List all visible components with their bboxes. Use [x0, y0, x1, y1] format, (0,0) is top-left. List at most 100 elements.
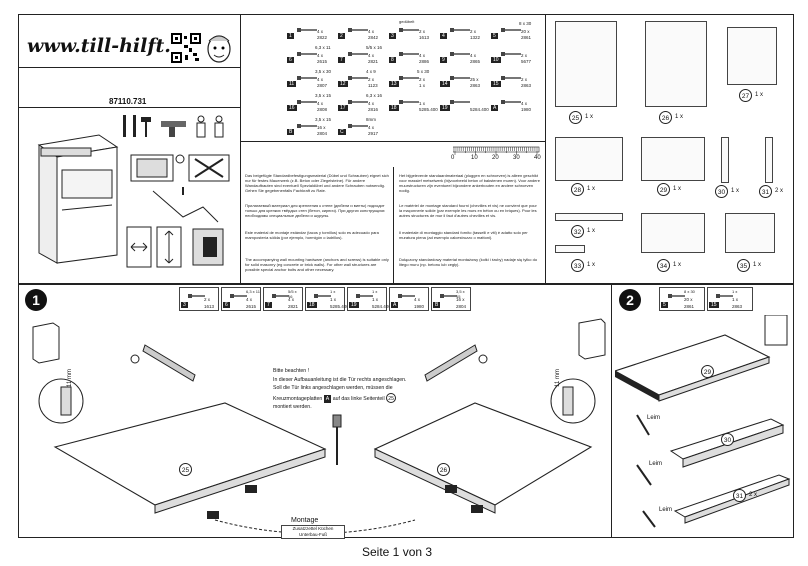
hardware-size: 8 x 30	[684, 289, 695, 294]
hardware-code: 1613	[204, 304, 215, 309]
ref-a-badge: A	[323, 394, 332, 403]
hardware-qty: 1 x	[732, 297, 739, 302]
hardware-size: 1 x	[372, 289, 378, 294]
part-number: 35	[737, 259, 750, 272]
hardware-pos: A	[391, 302, 399, 308]
hardware-pos: 6	[223, 302, 230, 308]
screw-icon	[297, 100, 317, 104]
screw-icon	[314, 294, 331, 298]
hardware-qty: 4 x	[317, 29, 324, 34]
article-number: 87110.731	[109, 97, 147, 106]
hardware-size: 5/5 x 16	[366, 45, 383, 50]
hardware-code: 2615	[317, 59, 328, 64]
screw-icon	[230, 294, 247, 298]
hardware-code: 1980	[414, 304, 425, 309]
hardware-pos: 2	[338, 33, 345, 39]
qr-code-icon	[171, 33, 201, 63]
hardware-pos: 15	[709, 302, 719, 308]
part-number: 34	[657, 259, 670, 272]
hardware-size: 4 x 9	[366, 69, 376, 74]
part-number: 28	[571, 183, 584, 196]
hardware-code: 2822	[317, 35, 328, 40]
hardware-pos: 7	[338, 57, 345, 63]
ruler-tick-label: 30	[513, 155, 520, 161]
hardware-pos: 18	[389, 105, 399, 111]
scale-ruler	[453, 146, 540, 155]
montage-label: Montage	[291, 517, 319, 524]
screw-icon	[297, 28, 317, 32]
hardware-pos: 17	[338, 105, 348, 111]
hardware-code: 5284.400	[372, 304, 391, 309]
screw-icon	[668, 294, 685, 298]
part-panel	[765, 137, 773, 183]
hardware-size: 1 x	[330, 289, 336, 294]
screw-icon	[399, 28, 419, 32]
screw-icon	[297, 52, 317, 56]
screw-icon	[399, 52, 419, 56]
hardware-code: 2886	[419, 59, 430, 64]
hardware-qty: 4 x	[317, 77, 324, 82]
ruler-tick-label: 20	[492, 155, 499, 161]
screw-icon	[348, 76, 368, 80]
part-panel	[555, 245, 585, 253]
hardware-qty: 4 x	[470, 53, 477, 58]
hardware-code: 2821	[288, 304, 299, 309]
part-qty: 1 x	[587, 262, 596, 268]
hardware-pos: A	[491, 105, 499, 111]
part-number: 25	[569, 111, 582, 124]
divider	[611, 283, 612, 538]
hardware-extra: gedübelt	[399, 19, 415, 24]
screw-icon	[501, 76, 521, 80]
hardware-qty: 4 x	[521, 101, 528, 106]
hardware-pos: 11	[287, 81, 297, 87]
hardware-code: 2863	[470, 83, 481, 88]
hardware-code: 2804	[456, 304, 467, 309]
hardware-code: 2842	[368, 35, 379, 40]
leim-label: Leim	[647, 415, 661, 421]
hardware-qty: 4 x	[317, 53, 324, 58]
hardware-size: 1 x	[732, 289, 738, 294]
hardware-qty: 2 x	[470, 29, 477, 34]
ref-part-badge: 25	[386, 392, 397, 403]
screw-icon	[399, 76, 419, 80]
part-qty: 1 x	[673, 262, 682, 268]
hardware-pos: 19	[349, 302, 359, 308]
part-number: 26	[659, 111, 672, 124]
screw-icon	[501, 52, 521, 56]
hardware-qty: 1 x	[419, 101, 426, 106]
part-number: 33	[571, 259, 584, 272]
panel-25-label: 25	[179, 463, 192, 476]
hardware-size: 6,3 x 11	[246, 289, 260, 294]
screw-icon	[440, 294, 457, 298]
part-number: 32	[571, 225, 584, 238]
hardware-size: 8mm	[366, 117, 376, 122]
hardware-code: 1980	[521, 107, 532, 112]
divider	[393, 167, 394, 283]
hardware-qty: 20 x	[521, 29, 530, 34]
hardware-qty: 4 x	[414, 297, 421, 302]
hardware-code: 2865	[470, 59, 481, 64]
hardware-pos: 6	[287, 57, 294, 63]
hardware-code: 2917	[368, 131, 379, 136]
divider	[19, 283, 793, 285]
hardware-pos: 18	[307, 302, 317, 308]
hardware-qty: 4 x	[288, 297, 295, 302]
part-qty: 2 x	[749, 492, 758, 498]
measure-right: 11 mm	[554, 369, 561, 387]
hardware-size: 6,3 x 16	[366, 93, 383, 98]
part-panel	[641, 213, 705, 253]
measure-left: 11 mm	[66, 369, 73, 387]
